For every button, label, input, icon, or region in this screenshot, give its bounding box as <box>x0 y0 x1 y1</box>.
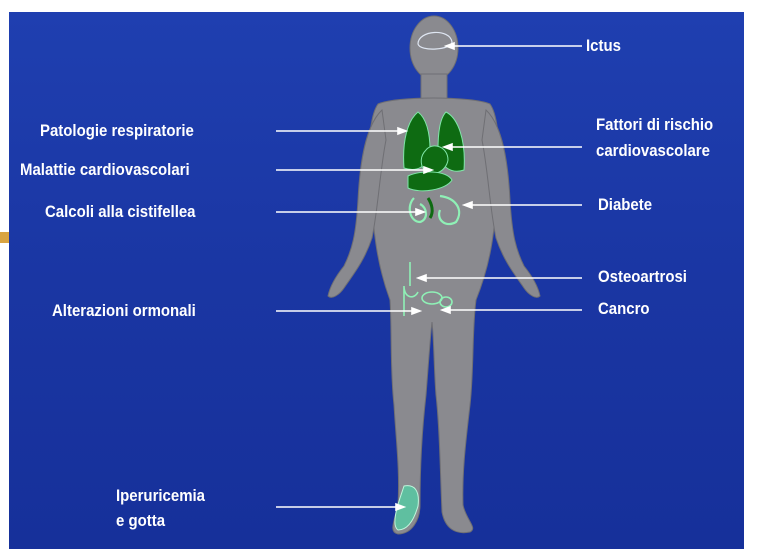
label-ictus: Ictus <box>586 35 621 57</box>
label-malattie-cardiovascolari: Malattie cardiovascolari <box>20 159 190 181</box>
neck <box>421 74 447 100</box>
label-calcoli-cistifellea: Calcoli alla cistifellea <box>45 201 196 223</box>
label-fattori-rischio-line1: Fattori di rischio <box>596 113 713 136</box>
label-fattori-rischio-line2: cardiovascolare <box>596 139 713 162</box>
arm-left <box>328 110 386 297</box>
label-iperuricemia: Iperuricemia e gotta <box>116 484 205 532</box>
label-osteoartrosi: Osteoartrosi <box>598 266 687 288</box>
label-cancro: Cancro <box>598 298 650 320</box>
label-iperuricemia-line2: e gotta <box>116 509 205 532</box>
human-silhouette <box>328 16 540 534</box>
label-patologie-respiratorie: Patologie respiratorie <box>40 120 194 142</box>
label-iperuricemia-line1: Iperuricemia <box>116 484 205 507</box>
label-fattori-rischio: Fattori di rischio cardiovascolare <box>596 113 713 162</box>
label-diabete: Diabete <box>598 194 652 216</box>
label-alterazioni-ormonali: Alterazioni ormonali <box>52 300 196 322</box>
arm-right <box>482 110 540 297</box>
